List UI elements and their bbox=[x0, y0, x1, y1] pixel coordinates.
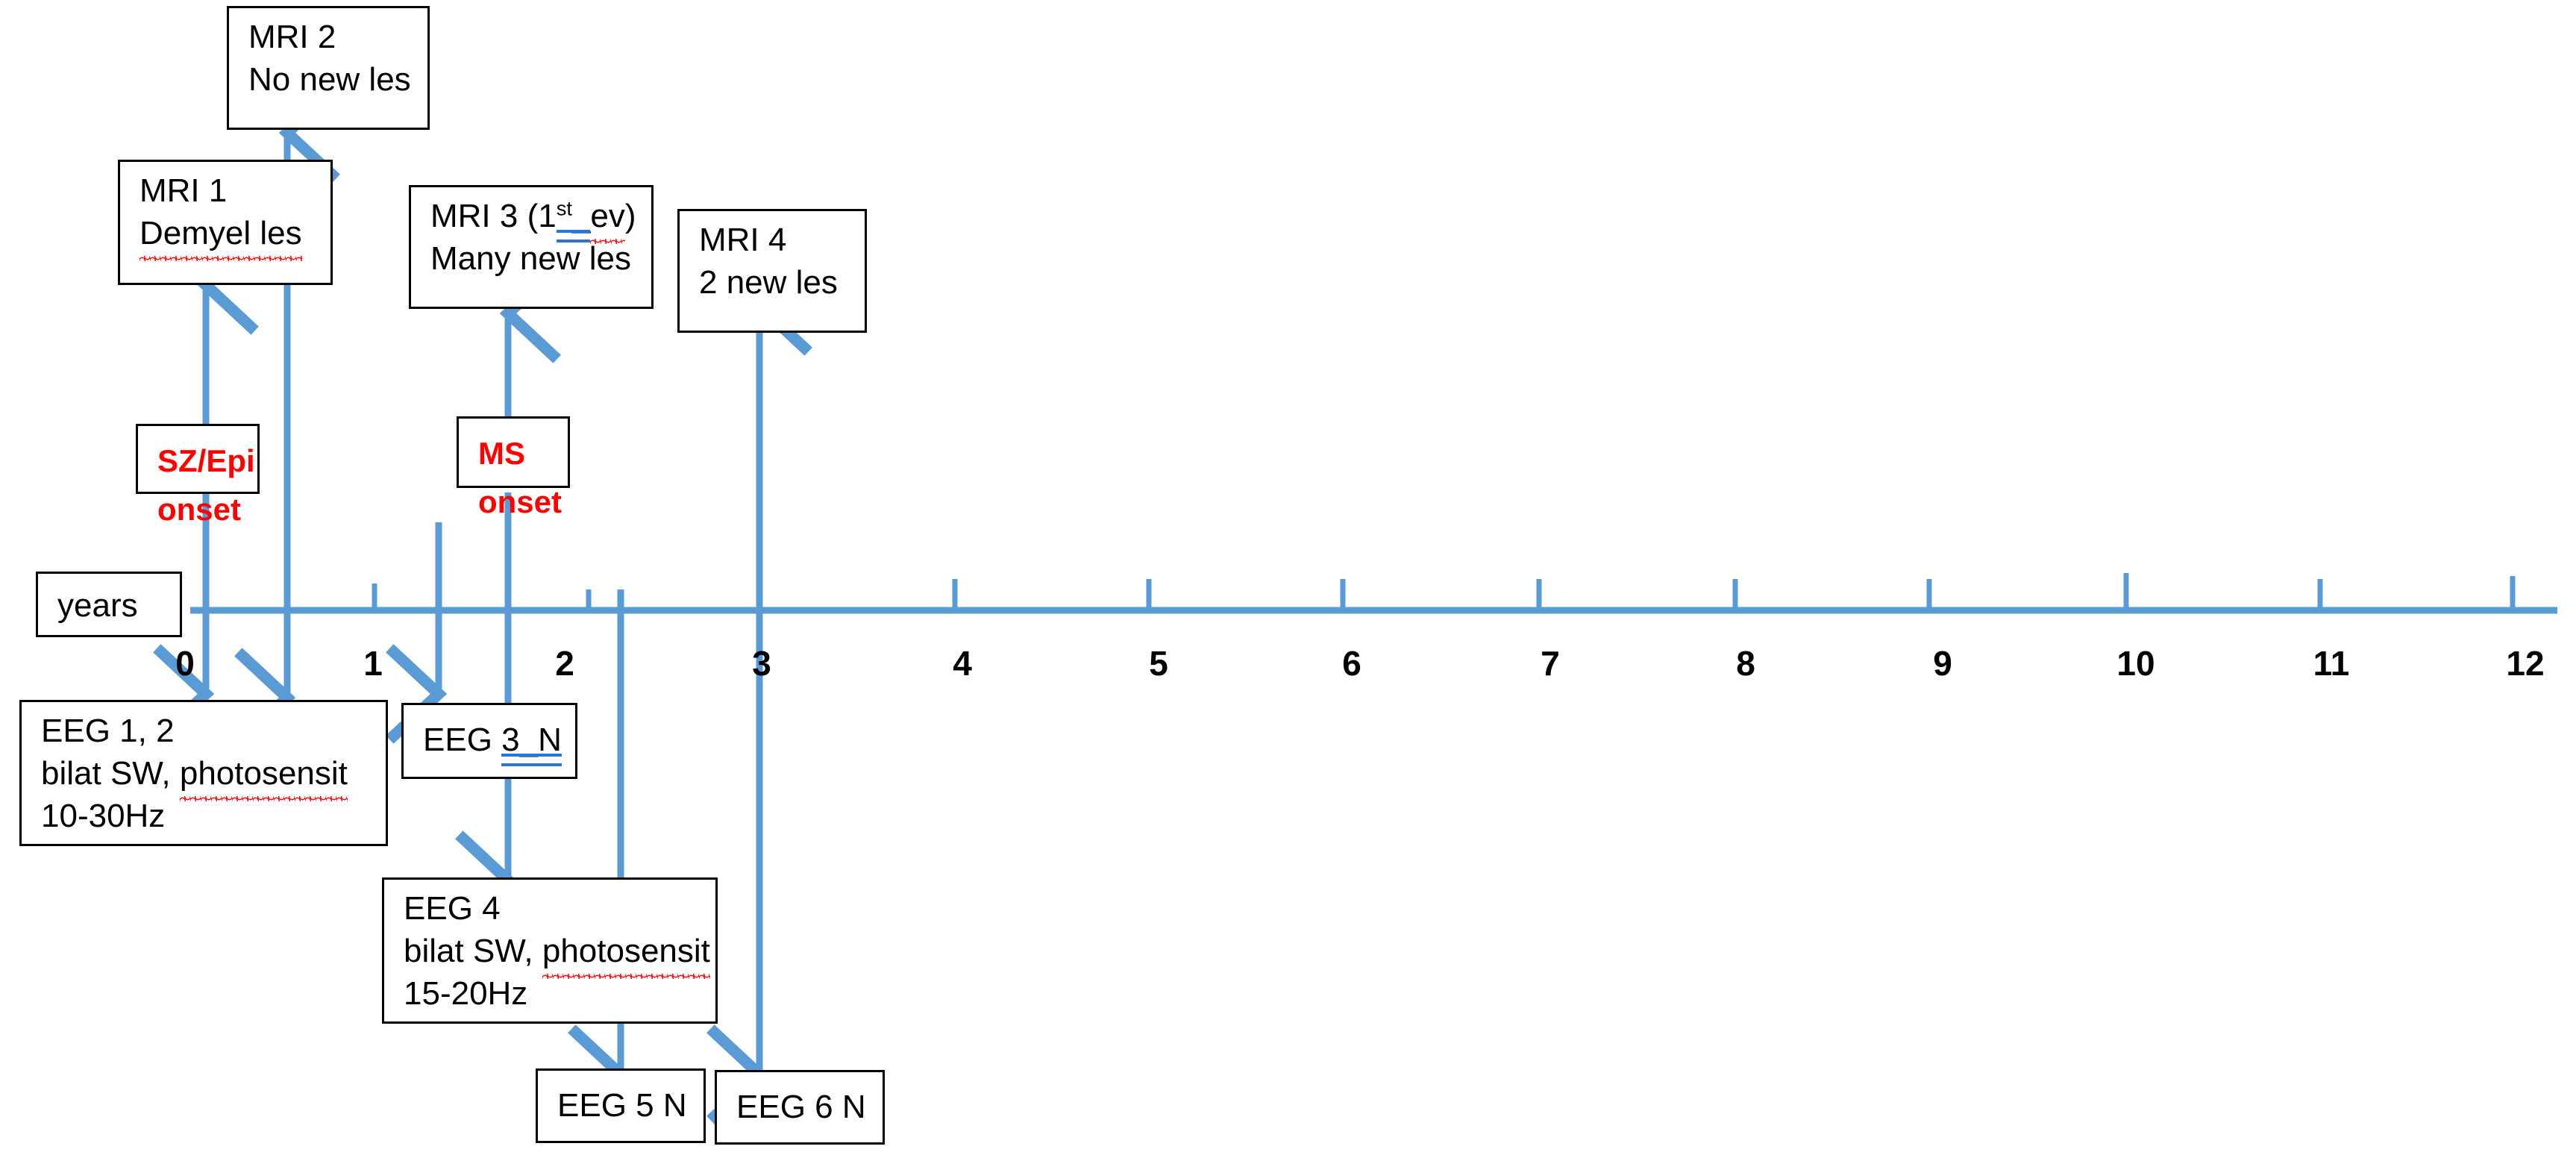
eeg12-line2-b: photosensit bbox=[179, 752, 348, 802]
axis-tick-label-5: 5 bbox=[1149, 644, 1168, 683]
sz-onset-line1: SZ/Epi bbox=[157, 443, 255, 478]
eeg5-box: EEG 5 N bbox=[536, 1068, 706, 1143]
ms-onset-box: MS onset bbox=[457, 416, 570, 519]
eeg4-line3: 15-20Hz bbox=[404, 975, 528, 1013]
axis-tick-label-8: 8 bbox=[1736, 644, 1755, 683]
eeg4-box: EEG 4 bilat SW, photosensit 15-20Hz bbox=[382, 877, 718, 1024]
mri4-line1: MRI 4 bbox=[699, 222, 787, 258]
axis-tick-label-0: 0 bbox=[175, 644, 195, 683]
mri3-line1-a: MRI 3 (1 bbox=[430, 198, 557, 234]
mri2-box: MRI 2 No new les bbox=[227, 6, 430, 130]
axis-tick-label-10: 10 bbox=[2116, 644, 2155, 683]
mri3-line1: MRI 3 (1st_ev) bbox=[430, 195, 638, 245]
eeg12-line2-a: bilat SW, bbox=[41, 755, 180, 792]
mri1-box: MRI 1 Demyel les bbox=[118, 160, 333, 285]
mri3-line1-sup: st bbox=[556, 196, 572, 220]
mri3-line1-c: ev bbox=[590, 195, 626, 245]
ms-onset-line2: onset bbox=[478, 484, 562, 520]
eeg4-line2-a: bilat SW, bbox=[404, 933, 542, 970]
eeg3-line1: EEG 3_N bbox=[423, 719, 562, 767]
mri2-line2: No new les bbox=[248, 61, 411, 98]
mri2-line1: MRI 2 bbox=[248, 19, 336, 55]
mri4-line2: 2 new les bbox=[699, 264, 838, 301]
mri1-line2: Demyel les bbox=[140, 212, 317, 262]
mri4-box: MRI 4 2 new les bbox=[677, 209, 867, 333]
eeg3-line1-grammar: 3_N bbox=[501, 719, 562, 767]
axis-tick-label-12: 12 bbox=[2506, 644, 2545, 683]
sz-onset-line2: onset bbox=[157, 492, 242, 528]
eeg5-line1: EEG 5 N bbox=[557, 1087, 687, 1124]
mri3-line1-grammar: st_ bbox=[556, 195, 591, 243]
eeg3-line1-a: EEG bbox=[423, 722, 502, 758]
axis-tick-label-4: 4 bbox=[953, 644, 972, 683]
eeg12-line1: EEG 1, 2 bbox=[41, 713, 175, 749]
axis-tick-label-2: 2 bbox=[555, 644, 574, 683]
eeg4-line2-b: photosensit bbox=[542, 930, 710, 980]
mri3-line1-d: ) bbox=[624, 198, 636, 234]
axis-tick-label-1: 1 bbox=[363, 644, 383, 683]
eeg4-line2: bilat SW, photosensit bbox=[404, 930, 710, 980]
eeg12-line2: bilat SW, photosensit bbox=[41, 752, 372, 802]
ms-onset-line1: MS bbox=[478, 436, 525, 471]
axis-tick-label-11: 11 bbox=[2313, 644, 2350, 683]
eeg12-box: EEG 1, 2 bilat SW, photosensit 10-30Hz bbox=[19, 700, 388, 846]
axis-tick-label-3: 3 bbox=[752, 644, 771, 683]
axis-tick-label-6: 6 bbox=[1342, 644, 1361, 683]
sz-epi-onset-box: SZ/Epi onset bbox=[136, 424, 260, 527]
axis-ticks bbox=[372, 573, 2516, 610]
mri1-line2-text: Demyel les bbox=[140, 212, 302, 262]
eeg6-box: EEG 6 N bbox=[715, 1070, 885, 1145]
mri1-line1: MRI 1 bbox=[140, 172, 228, 209]
axis-tick-label-7: 7 bbox=[1541, 644, 1560, 683]
eeg6-line1: EEG 6 N bbox=[736, 1089, 866, 1125]
eeg4-line1: EEG 4 bbox=[404, 890, 501, 927]
mri3-line1-b: _ bbox=[571, 198, 591, 234]
axis-tick-label-9: 9 bbox=[1933, 644, 1952, 683]
eeg3-box: EEG 3_N bbox=[401, 703, 577, 779]
years-label: years bbox=[57, 587, 138, 624]
mri3-box: MRI 3 (1st_ev) Many new les bbox=[409, 185, 654, 309]
eeg12-line3: 10-30Hz bbox=[41, 798, 166, 835]
years-label-box: years bbox=[36, 572, 182, 637]
